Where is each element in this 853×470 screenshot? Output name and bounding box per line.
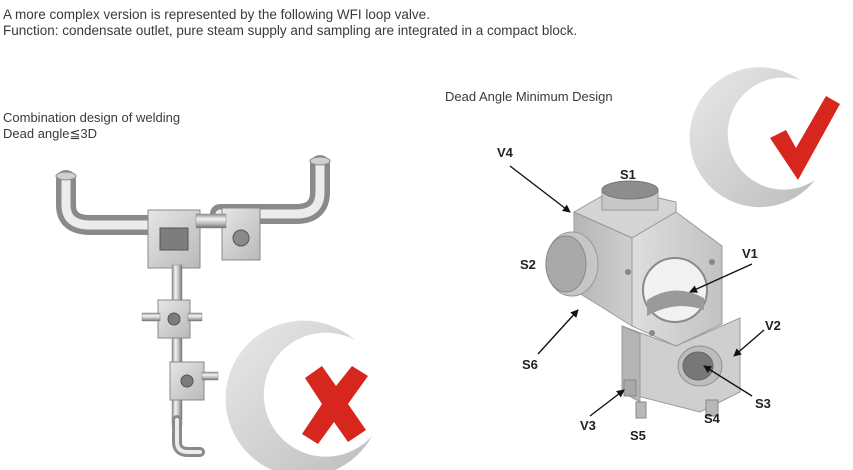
label-s2: S2: [520, 257, 536, 272]
label-s1: S1: [620, 167, 636, 182]
label-v1: V1: [742, 246, 758, 261]
label-s5: S5: [630, 428, 646, 443]
right-caption: Dead Angle Minimum Design: [445, 89, 613, 104]
label-s4: S4: [704, 411, 721, 426]
left-caption-line-1: Combination design of welding: [3, 110, 181, 125]
left-caption: Combination design of welding Dead angle…: [3, 110, 180, 142]
arrow-v4: [509, 165, 571, 213]
block-valve-body: [545, 180, 741, 419]
arrow-s3: [703, 365, 753, 397]
left-caption-line-2: Dead angle≦3D: [3, 126, 98, 141]
label-s6: S6: [522, 357, 538, 372]
check-mark-icon: [689, 67, 840, 208]
arrow-v3: [589, 389, 625, 417]
callout-arrows: [509, 165, 765, 417]
intro-line-1: A more complex version is represented by…: [3, 7, 430, 22]
label-v4: V4: [497, 145, 514, 160]
label-s3: S3: [755, 396, 771, 411]
intro-line-2: Function: condensate outlet, pure steam …: [3, 23, 578, 38]
arrow-v1: [689, 263, 753, 293]
arrow-v2: [733, 329, 765, 357]
welded-pipe-assembly: [55, 155, 331, 457]
intro-text: A more complex version is represented by…: [3, 7, 577, 39]
label-v2: V2: [765, 318, 781, 333]
arrow-s6: [537, 309, 579, 355]
label-v3: V3: [580, 418, 596, 433]
cross-mark-icon: [225, 320, 372, 470]
